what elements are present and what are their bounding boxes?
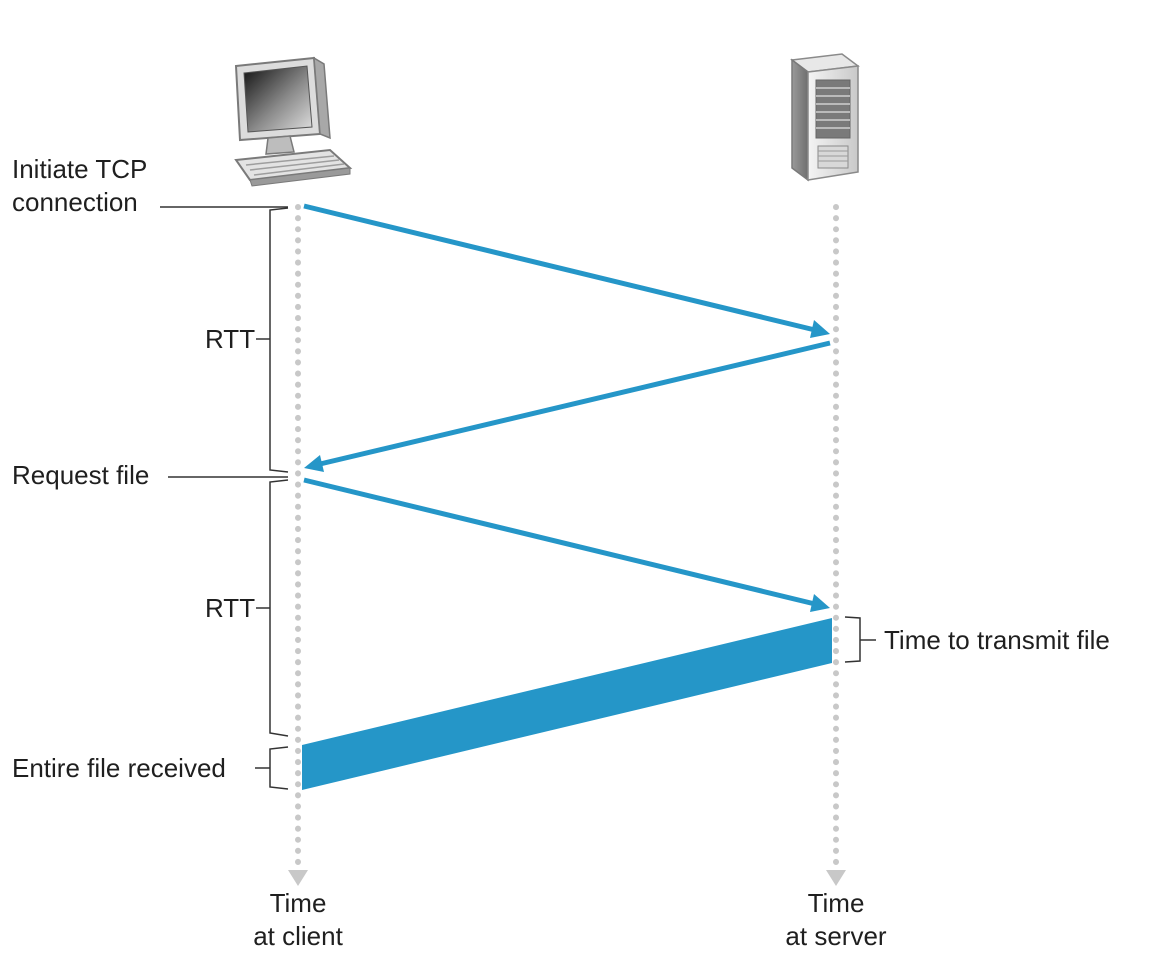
initiate-label-line2: connection bbox=[12, 187, 138, 217]
client-timeline-arrowhead bbox=[288, 870, 308, 886]
file-received-bracket bbox=[269, 746, 289, 790]
desktop-computer-icon bbox=[234, 56, 353, 187]
server-timeline-arrowhead bbox=[826, 870, 846, 886]
rtt-label-2: RTT bbox=[205, 593, 255, 623]
client-time-label-line1: Time bbox=[270, 888, 327, 918]
synack-arrow bbox=[304, 340, 831, 472]
server-time-label-line2: at server bbox=[785, 921, 886, 951]
rtt-bracket-2 bbox=[269, 479, 289, 737]
syn-arrow bbox=[303, 203, 830, 338]
file-received-label: Entire file received bbox=[12, 753, 226, 783]
server-timeline bbox=[826, 204, 846, 886]
request-file-label: Request file bbox=[12, 460, 149, 490]
transmit-time-label: Time to transmit file bbox=[884, 625, 1110, 655]
client-time-label-line2: at client bbox=[253, 921, 343, 951]
request-arrow bbox=[303, 477, 830, 612]
rtt-label-1: RTT bbox=[205, 324, 255, 354]
transmit-time-bracket bbox=[844, 616, 861, 663]
initiate-label-line1: Initiate TCP bbox=[12, 154, 147, 184]
rtt-bracket-1 bbox=[269, 207, 289, 473]
server-tower-icon bbox=[790, 53, 860, 182]
file-transfer-band bbox=[302, 618, 832, 790]
server-time-label-line1: Time bbox=[808, 888, 865, 918]
client-timeline bbox=[288, 204, 308, 886]
